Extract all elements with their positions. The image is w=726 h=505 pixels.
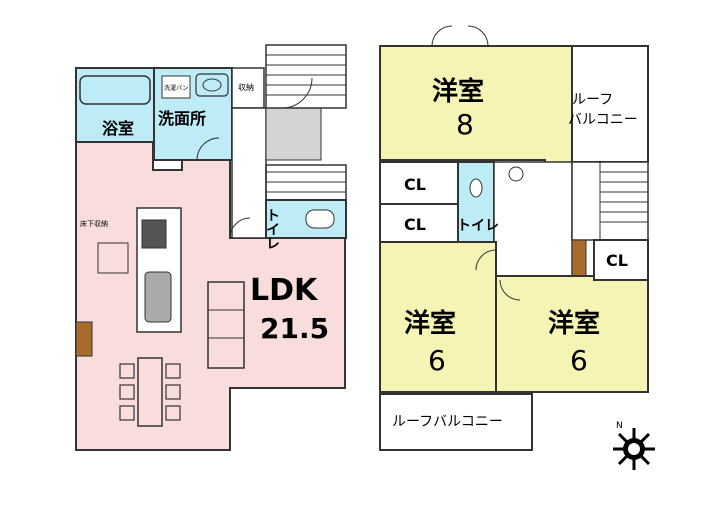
roof-balcony-top-line1: ルーフ xyxy=(572,92,613,108)
roof-balcony-top-line2: バルコニー xyxy=(568,112,638,128)
sink-basin xyxy=(202,78,222,92)
underfloor-storage-label: 床下収納 xyxy=(80,219,108,228)
hall-2f xyxy=(493,161,573,277)
washroom-label: 洗面所 xyxy=(158,109,206,128)
stair-2f xyxy=(571,161,649,241)
toilet-bowl-2f xyxy=(469,178,483,198)
room-8-size: 8 xyxy=(456,108,474,141)
room-6-left-size: 6 xyxy=(428,344,446,377)
toilet-label-1f: トイレ xyxy=(264,208,280,250)
toilet-label-2f: トイレ xyxy=(457,218,499,234)
bath-room xyxy=(75,67,155,143)
toilet-bowl-1f xyxy=(305,209,335,229)
north-label: N xyxy=(616,421,623,431)
dining-table xyxy=(137,357,163,427)
laundry-pan xyxy=(161,75,191,99)
side-door-2f xyxy=(571,239,587,277)
toilet-room-2f xyxy=(457,161,495,243)
door-arc-entry xyxy=(281,77,313,109)
entrance-hall xyxy=(231,107,267,239)
kitchen-sink xyxy=(144,271,172,323)
closet-2-label: CL xyxy=(404,215,426,234)
stair-1f xyxy=(265,44,347,109)
compass: N xyxy=(613,421,655,470)
door-arc-room6-right xyxy=(499,279,521,301)
room-8-label: 洋室 xyxy=(432,76,484,107)
storage-label: 収納 xyxy=(238,82,254,92)
hall-fixture-2f xyxy=(508,166,524,182)
closet-1 xyxy=(379,161,459,205)
laundry-pan-label: 洗濯パン xyxy=(164,84,188,92)
door-arc-balcony-1 xyxy=(431,25,453,47)
bathtub xyxy=(79,75,151,105)
sink xyxy=(195,73,229,97)
closet-2 xyxy=(379,203,459,243)
washroom xyxy=(153,67,233,161)
entrance-floor xyxy=(265,107,322,161)
stair-treads-1f xyxy=(266,54,346,193)
underfloor-hatch xyxy=(97,242,129,274)
bath-label: 浴室 xyxy=(102,119,134,138)
room-6-right-label: 洋室 xyxy=(548,308,600,339)
dining-chairs xyxy=(119,363,181,421)
closet-3-label: CL xyxy=(606,251,628,270)
side-door-1f xyxy=(75,321,93,357)
closet-1-label: CL xyxy=(404,175,426,194)
floor-2: 洋室 8 ルーフ バルコニー CL CL トイレ CL 洋室 6 洋室 6 ルー… xyxy=(379,25,649,451)
door-arc-washroom xyxy=(196,137,220,161)
roof-balcony-top xyxy=(571,45,649,163)
sofa xyxy=(207,281,245,369)
floor-1: 浴室 洗面所 洗濯パン 収納 床下収納 トイレ LDK 21.5 xyxy=(75,44,347,451)
ldk-label: LDK xyxy=(250,273,319,308)
room-6-left-label: 洋室 xyxy=(404,308,456,339)
storage xyxy=(231,67,265,109)
roof-balcony-bottom xyxy=(379,393,533,451)
stove xyxy=(141,219,167,249)
door-arc-room6-left xyxy=(475,249,497,271)
roof-balcony-bottom-label: ルーフバルコニー xyxy=(392,414,503,430)
western-room-6-right xyxy=(495,275,649,393)
room-6-right-size: 6 xyxy=(570,344,588,377)
door-arc-ldk xyxy=(229,217,251,239)
ldk-size: 21.5 xyxy=(260,312,329,345)
stair-treads-2f xyxy=(599,162,648,240)
door-arc-balcony-2 xyxy=(467,25,489,47)
